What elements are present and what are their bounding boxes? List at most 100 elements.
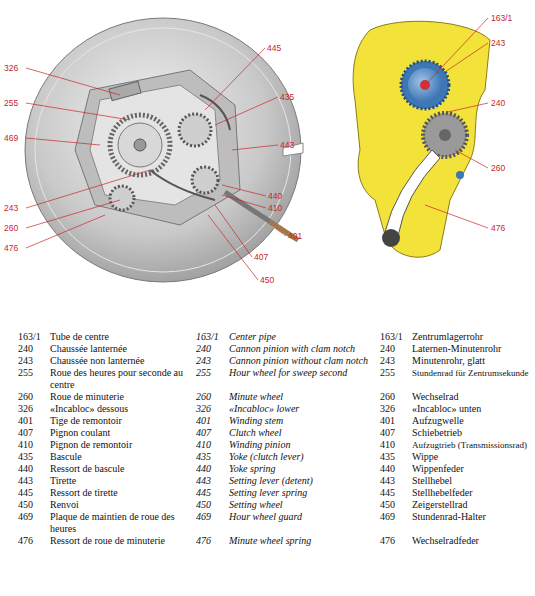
part-number: 243 (196, 355, 211, 367)
part-number: 326 (196, 403, 211, 415)
part-name: Aufzugwelle (412, 415, 464, 427)
part-name: Roue des heures pour seconde au centre (50, 367, 190, 391)
part-name: Center pipe (229, 331, 276, 343)
part-number: 240 (18, 343, 33, 355)
part-number: 450 (196, 499, 211, 511)
part-name: Tirette (50, 475, 190, 487)
callout-number: 326 (4, 63, 18, 73)
part-name: Wippenfeder (412, 463, 464, 475)
callout-number: 476 (4, 243, 18, 253)
callout-number: 163/1 (491, 13, 512, 23)
part-name: Clutch wheel (229, 427, 282, 439)
part-name: «Incabloc» dessous (50, 403, 190, 415)
part-number: 445 (380, 487, 395, 499)
part-number: 445 (18, 487, 33, 499)
part-name: Cannon pinion with clam notch (229, 343, 355, 355)
part-name: Winding pinion (229, 439, 290, 451)
part-name: Zeigerstellrad (412, 499, 468, 511)
callout-number: 445 (267, 43, 281, 53)
part-number: 326 (380, 403, 395, 415)
part-number: 240 (196, 343, 211, 355)
part-number: 326 (18, 403, 33, 415)
part-number: 435 (196, 451, 211, 463)
part-number: 163/1 (380, 331, 403, 343)
part-name: Stundenrad-Halter (412, 511, 486, 523)
part-name: Wippe (412, 451, 438, 463)
part-number: 410 (380, 439, 395, 451)
callout-number: 476 (491, 223, 505, 233)
part-name: Laternen-Minutenrohr (412, 343, 501, 355)
part-number: 255 (380, 367, 395, 379)
part-number: 255 (18, 367, 33, 379)
callout-number: 443 (280, 140, 294, 150)
part-name: Wechselradfeder (412, 535, 479, 547)
part-number: 440 (18, 463, 33, 475)
part-name: Stellhebel (412, 475, 452, 487)
part-number: 407 (196, 427, 211, 439)
part-number: 440 (380, 463, 395, 475)
part-name: Roue de minuterie (50, 391, 190, 403)
callout-number: 469 (4, 133, 18, 143)
callout-number: 243 (4, 203, 18, 213)
part-name: Stundenrad für Zentrumsekunde (412, 367, 528, 379)
part-number: 260 (18, 391, 33, 403)
leader-lines (26, 18, 488, 280)
part-number: 163/1 (18, 331, 41, 343)
part-number: 469 (18, 511, 33, 523)
part-name: Chaussée non lanternée (50, 355, 190, 367)
part-number: 255 (196, 367, 211, 379)
callout-number: 255 (4, 98, 18, 108)
part-name: Yoke spring (229, 463, 276, 475)
part-name: Hour wheel for sweep second (229, 367, 347, 379)
part-name: Ressort de roue de minuterie (50, 535, 190, 547)
callout-number: 260 (4, 223, 18, 233)
callout-number: 450 (260, 275, 274, 285)
callout-number: 243 (491, 38, 505, 48)
part-name: Winding stem (229, 415, 283, 427)
part-name: «Incabloc» lower (229, 403, 299, 415)
part-name: Ressort de bascule (50, 463, 190, 475)
part-name: Hour wheel guard (229, 511, 302, 523)
part-number: 469 (196, 511, 211, 523)
setting-parts-figure (353, 21, 490, 257)
part-number: 240 (380, 343, 395, 355)
part-number: 407 (380, 427, 395, 439)
part-name: Renvoi (50, 499, 190, 511)
part-number: 450 (18, 499, 33, 511)
part-name: Tige de remontoir (50, 415, 190, 427)
part-name: Pignon coulant (50, 427, 190, 439)
part-number: 410 (18, 439, 33, 451)
part-number: 243 (18, 355, 33, 367)
part-name: Chaussée lanternée (50, 343, 190, 355)
part-number: 440 (196, 463, 211, 475)
callout-number: 440 (268, 191, 282, 201)
part-number: 435 (18, 451, 33, 463)
part-name: Setting lever spring (229, 487, 307, 499)
part-name: Ressort de tirette (50, 487, 190, 499)
part-name: Pignon de remontoir (50, 439, 190, 451)
part-name: Minute wheel spring (229, 535, 311, 547)
part-number: 450 (380, 499, 395, 511)
part-number: 260 (196, 391, 211, 403)
part-number: 410 (196, 439, 211, 451)
part-number: 476 (196, 535, 211, 547)
part-number: 401 (18, 415, 33, 427)
part-name: Wechselrad (412, 391, 458, 403)
part-name: Plaque de maintien de roue des heures (50, 511, 190, 535)
callout-number: 407 (254, 252, 268, 262)
part-name: «Incabloc» unten (412, 403, 481, 415)
main-plate (25, 18, 303, 282)
part-name: Schiebetrieb (412, 427, 462, 439)
part-number: 445 (196, 487, 211, 499)
callout-number: 410 (268, 203, 282, 213)
part-name: Cannon pinion without clam notch (229, 355, 368, 367)
part-name: Aufzugtrieb (Transmissionsrad) (412, 439, 527, 451)
part-number: 260 (380, 391, 395, 403)
callout-number: 240 (491, 98, 505, 108)
part-number: 163/1 (196, 331, 219, 343)
part-number: 469 (380, 511, 395, 523)
part-name: Setting wheel (229, 499, 283, 511)
callout-number: 260 (491, 163, 505, 173)
part-name: Bascule (50, 451, 190, 463)
part-name: Tube de centre (50, 331, 190, 343)
